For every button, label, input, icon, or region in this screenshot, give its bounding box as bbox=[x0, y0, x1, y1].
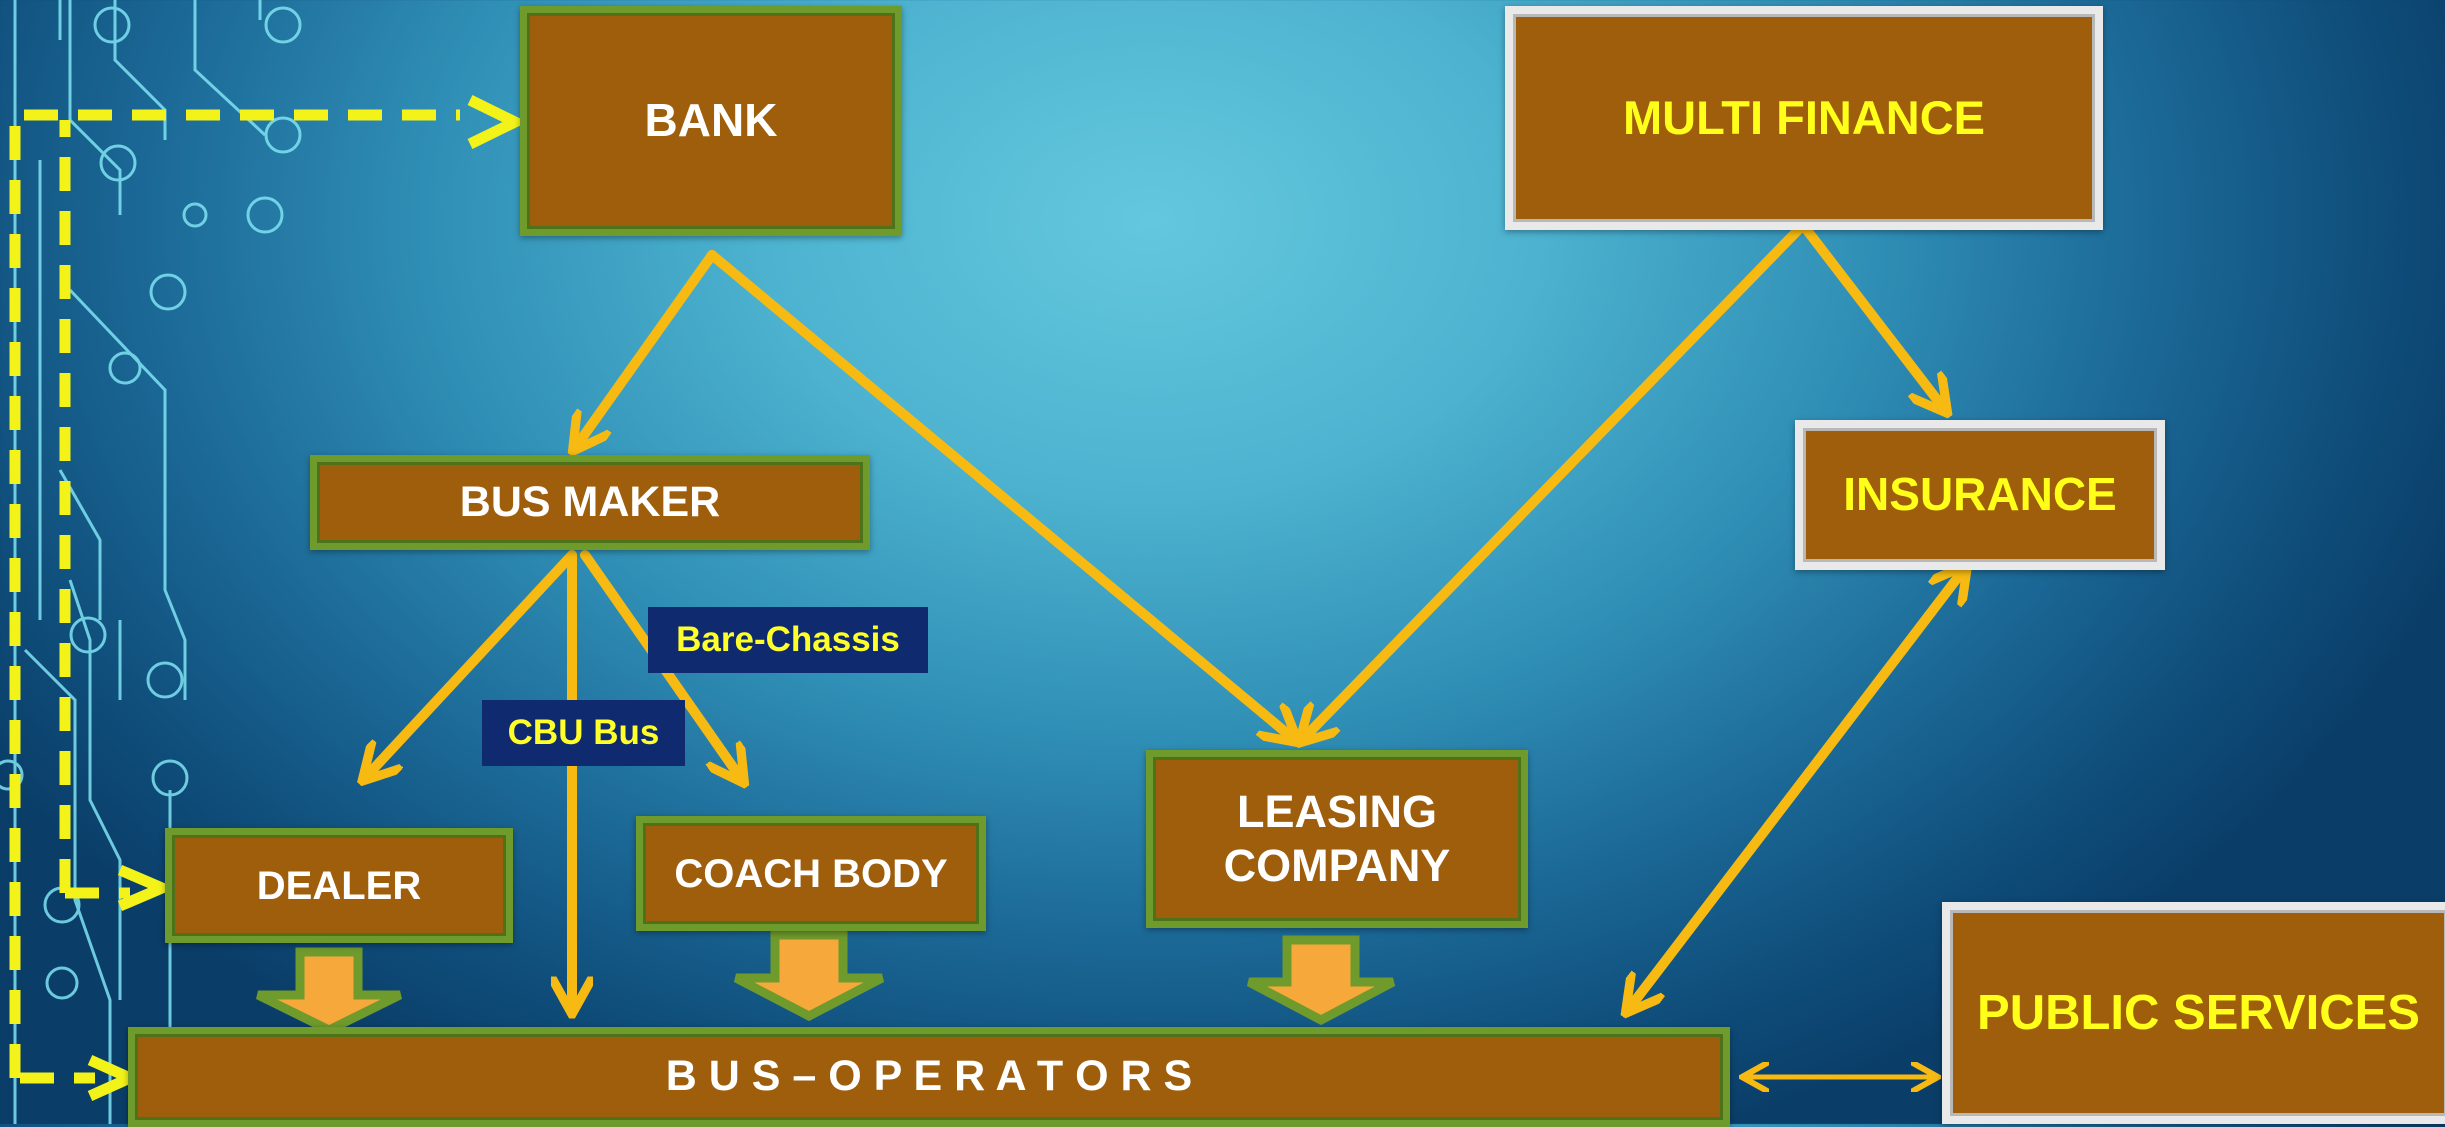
insurance-label: INSURANCE bbox=[1843, 468, 2117, 521]
leasing-company-node: LEASING COMPANY bbox=[1146, 750, 1528, 928]
cbu-bus-label: CBU Bus bbox=[482, 700, 685, 766]
dealer-label: DEALER bbox=[256, 863, 422, 908]
multi-finance-label: MULTI FINANCE bbox=[1622, 90, 1986, 144]
dashed-arrow-heads bbox=[87, 95, 528, 1102]
multi-finance-node: MULTI FINANCE bbox=[1505, 6, 2103, 230]
coach-body-node: COACH BODY bbox=[636, 816, 986, 931]
coach-body-label: COACH BODY bbox=[674, 851, 948, 896]
bus-operators-label: B U S – O P E R A T O R S bbox=[665, 1052, 1193, 1101]
bank-node: BANK bbox=[520, 6, 902, 236]
bus-maker-node: BUS MAKER bbox=[310, 455, 870, 550]
leasing-company-label-line1: LEASING bbox=[1236, 786, 1438, 837]
circuit-decoration bbox=[0, 0, 302, 1124]
bank-label: BANK bbox=[644, 94, 778, 147]
bare-chassis-text: Bare-Chassis bbox=[676, 620, 900, 659]
public-services-node: PUBLIC SERVICES bbox=[1942, 902, 2445, 1124]
dealer-node: DEALER bbox=[165, 828, 513, 943]
dashed-arrows bbox=[9, 109, 460, 1084]
bus-maker-label: BUS MAKER bbox=[459, 477, 721, 526]
bus-operators-node: B U S – O P E R A T O R S bbox=[128, 1027, 1730, 1127]
flow-arrows bbox=[365, 220, 1965, 1077]
bare-chassis-label: Bare-Chassis bbox=[648, 607, 928, 673]
public-services-label: PUBLIC SERVICES bbox=[1977, 985, 2420, 1040]
block-arrows bbox=[256, 930, 1396, 1036]
cbu-bus-text: CBU Bus bbox=[507, 713, 660, 752]
insurance-node: INSURANCE bbox=[1795, 420, 2165, 570]
leasing-company-label-line2: COMPANY bbox=[1223, 840, 1451, 891]
